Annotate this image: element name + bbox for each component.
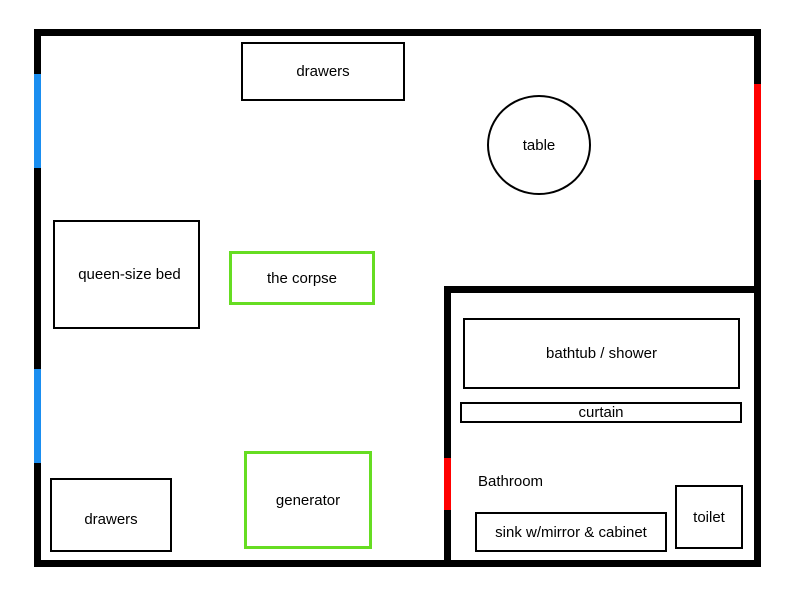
outer-wall-right xyxy=(754,29,761,567)
curtain-label: curtain xyxy=(578,404,624,421)
the-corpse: the corpse xyxy=(229,251,375,305)
generator-label: generator xyxy=(275,491,341,509)
sink-mirror-cabinet: sink w/mirror & cabinet xyxy=(475,512,667,552)
bathroom-wall-top xyxy=(444,286,761,293)
drawers-top: drawers xyxy=(241,42,405,101)
bathroom-wall-left xyxy=(444,286,451,567)
table-label: table xyxy=(522,136,556,154)
toilet: toilet xyxy=(675,485,743,549)
door-bathroom xyxy=(444,458,451,510)
drawers-bottom: drawers xyxy=(50,478,172,552)
outer-wall-left xyxy=(34,29,41,567)
drawers-top-label: drawers xyxy=(296,63,350,80)
bathtub-shower: bathtub / shower xyxy=(463,318,740,389)
queen-size-bed: queen-size bed xyxy=(53,220,200,329)
sink-label: sink w/mirror & cabinet xyxy=(495,523,647,541)
door-right xyxy=(754,84,761,180)
window-left-upper xyxy=(34,74,41,168)
bed-label: queen-size bed xyxy=(78,266,181,283)
window-left-lower xyxy=(34,369,41,463)
bathtub-label: bathtub / shower xyxy=(546,345,657,362)
corpse-label: the corpse xyxy=(266,269,338,287)
outer-wall-bottom xyxy=(34,560,761,567)
bathroom-label: Bathroom xyxy=(478,473,544,490)
generator: generator xyxy=(244,451,372,549)
drawers-bottom-label: drawers xyxy=(84,510,138,528)
table: table xyxy=(487,95,591,195)
outer-wall-top xyxy=(34,29,761,36)
toilet-label: toilet xyxy=(693,508,725,526)
curtain: curtain xyxy=(460,402,742,423)
